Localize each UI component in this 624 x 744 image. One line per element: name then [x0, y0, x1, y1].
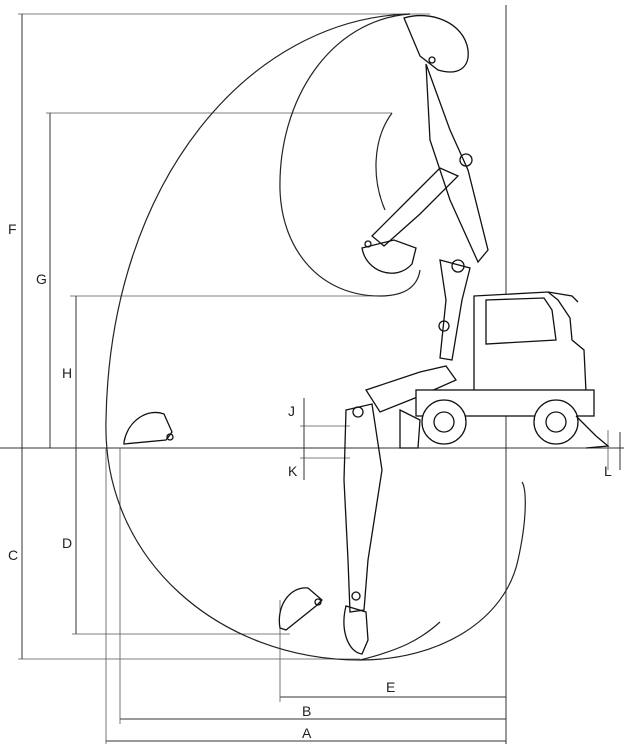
dozer-blade [575, 415, 610, 449]
bucket-far-reach [123, 411, 174, 445]
label-K: K [288, 463, 298, 479]
arm-lowered [343, 365, 457, 655]
label-C: C [8, 547, 18, 563]
rear-wheel [533, 399, 579, 445]
label-D: D [62, 535, 72, 551]
boom-arm-raised [371, 63, 489, 361]
bucket-curl-arc [375, 112, 393, 211]
label-F: F [8, 221, 17, 237]
lower-return-arc [359, 621, 441, 661]
label-L: L [604, 463, 612, 479]
front-wheel [421, 399, 467, 445]
label-J: J [288, 403, 295, 419]
label-E: E [386, 679, 395, 695]
bucket-depth-position [278, 587, 323, 631]
label-A: A [302, 725, 312, 741]
bucket-mid-position [361, 239, 417, 274]
label-H: H [62, 365, 72, 381]
working-range-envelope [105, 13, 526, 661]
label-G: G [36, 271, 47, 287]
excavator-machine [399, 291, 610, 449]
label-B: B [302, 703, 311, 719]
bucket-top-position [403, 14, 469, 73]
inner-range-envelope [279, 13, 421, 297]
